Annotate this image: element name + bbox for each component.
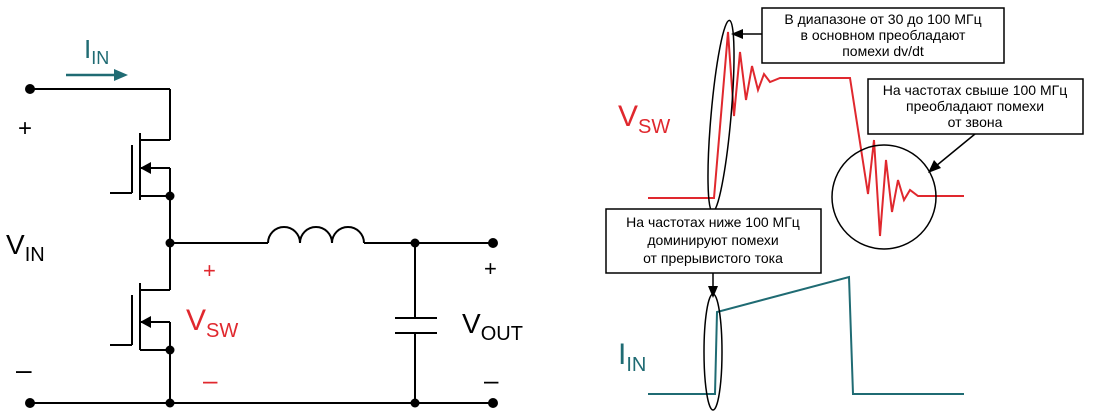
vin-label: VIN <box>6 229 45 266</box>
vsw-wave-label: VSW <box>618 100 670 138</box>
buck-schematic <box>33 88 493 404</box>
callout-dvdt: В диапазоне от 30 до 100 МГц в основном … <box>731 7 1005 64</box>
current-edge-ellipse <box>703 293 723 411</box>
high-side-mosfet <box>110 133 170 200</box>
node <box>410 398 420 408</box>
vsw-waveform <box>648 31 964 237</box>
vsw-label: VSW <box>186 304 238 342</box>
vin-minus-terminal <box>25 398 35 408</box>
low-side-body-arrow <box>140 316 151 328</box>
node <box>410 238 420 248</box>
iin-wave-label: IIN <box>618 338 646 376</box>
callout-dvdt-line-3: помехи dv/dt <box>842 43 924 59</box>
callout-dvdt-line-1: В диапазоне от 30 до 100 МГц <box>784 11 981 27</box>
node <box>165 398 175 408</box>
vin-minus-sign: – <box>16 354 32 385</box>
vin-plus-terminal <box>25 84 35 94</box>
high-side-body-arrow <box>140 162 151 174</box>
callout-current: На частотах ниже 100 МГц доминируют поме… <box>605 208 822 298</box>
vout-minus-terminal <box>488 398 498 408</box>
ringing-circle <box>831 144 937 250</box>
vout-plus-sign: + <box>484 256 497 281</box>
node <box>165 238 175 248</box>
callout-ringing: На частотах свыше 100 МГц преобладают по… <box>867 78 1084 173</box>
callout-current-line-2: доминируют помехи <box>647 232 778 248</box>
iin-waveform <box>648 275 964 395</box>
inductor <box>267 226 365 244</box>
node <box>165 191 175 201</box>
callout-ringing-line-1: На частотах свыше 100 МГц <box>883 82 1067 98</box>
callout-ringing-line-2: преобладают помехи <box>906 98 1044 114</box>
vsw-plus-sign: + <box>203 258 216 283</box>
callout-current-line-3: от прерывистого тока <box>643 250 783 266</box>
callout-current-line-1: На частотах ниже 100 МГц <box>626 214 800 230</box>
vsw-minus-sign: – <box>203 365 218 395</box>
iin-label: IIN <box>84 34 109 68</box>
low-side-mosfet <box>110 283 170 351</box>
node <box>165 345 175 355</box>
vin-plus-sign: + <box>18 115 32 142</box>
callout-dvdt-line-2: в основном преобладают <box>801 27 967 43</box>
vout-label: VOUT <box>462 308 523 345</box>
vout-minus-sign: – <box>484 365 499 395</box>
iin-arrow-head <box>114 69 128 81</box>
callout-ringing-line-3: от звона <box>948 114 1003 130</box>
vout-plus-terminal <box>488 238 498 248</box>
schematic-nodes <box>25 84 498 408</box>
